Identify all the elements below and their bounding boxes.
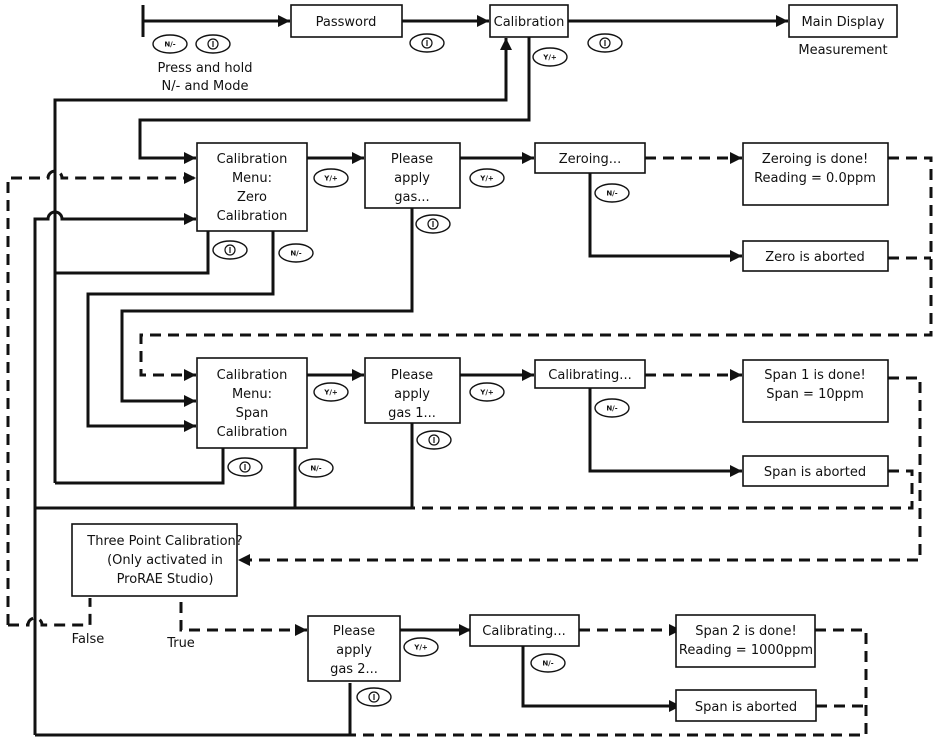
svg-text:Span 2 is done!: Span 2 is done! (695, 624, 796, 639)
svg-text:Span 1 is done!: Span 1 is done! (764, 368, 865, 383)
yes-plus-button-icon: Y/+ (469, 382, 505, 402)
yes-plus-button-icon: Y/+ (313, 168, 349, 188)
svg-text:Menu:: Menu: (232, 387, 272, 402)
mode-button-icon (356, 687, 392, 707)
button-label: Y/+ (413, 644, 428, 652)
mode-button-icon (409, 33, 445, 53)
box-calibrating2: Calibrating... (469, 614, 580, 647)
box-span-aborted1: Span is aborted (742, 455, 889, 487)
box-three-point: Three Point Calibration? (Only activated … (71, 523, 243, 597)
box-span2-done: Span 2 is done! Reading = 1000ppm (675, 614, 816, 668)
mode-button-icon (195, 34, 231, 54)
button-label: Y/+ (479, 389, 494, 397)
svg-text:gas 1...: gas 1... (388, 406, 436, 421)
keypad-button-icons: N/- Y/+ Y/+ N/- Y/+ N/- Y/+ N/- Y/+ N/- Y/+ N/- (152, 33, 630, 707)
yes-plus-button-icon: Y/+ (403, 637, 439, 657)
svg-text:Reading = 0.0ppm: Reading = 0.0ppm (754, 171, 876, 186)
svg-text:Please: Please (333, 624, 375, 639)
no-minus-button-icon: N/- (152, 34, 188, 54)
button-label: Y/+ (323, 175, 338, 183)
svg-text:Zeroing...: Zeroing... (559, 152, 621, 167)
yes-plus-button-icon: Y/+ (469, 168, 505, 188)
mode-button-icon (415, 214, 451, 234)
svg-text:Zeroing is done!: Zeroing is done! (762, 152, 868, 167)
box-apply-gas2: Please apply gas 2... (307, 615, 401, 682)
mode-button-icon (416, 430, 452, 450)
svg-text:gas...: gas... (394, 190, 429, 205)
svg-text:Calibration: Calibration (494, 15, 565, 30)
mode-button-icon (212, 240, 248, 260)
yes-plus-button-icon: Y/+ (532, 47, 568, 67)
svg-text:Zero: Zero (237, 190, 267, 205)
svg-text:ProRAE Studio): ProRAE Studio) (117, 572, 214, 587)
button-label: Y/+ (323, 389, 338, 397)
svg-text:Please: Please (391, 368, 433, 383)
svg-text:Please: Please (391, 152, 433, 167)
button-label: Y/+ (542, 54, 557, 62)
svg-text:Calibration: Calibration (217, 209, 288, 224)
box-apply-gas1: Please apply gas 1... (364, 357, 461, 424)
true-label: True (166, 636, 195, 651)
svg-text:Span: Span (236, 406, 269, 421)
button-label: N/- (310, 465, 321, 473)
svg-text:Calibrating...: Calibrating... (482, 624, 565, 639)
no-minus-button-icon: N/- (278, 243, 314, 263)
svg-text:Menu:: Menu: (232, 171, 272, 186)
button-label: Y/+ (479, 175, 494, 183)
svg-text:Calibration: Calibration (217, 425, 288, 440)
dashed-connectors (6, 152, 933, 737)
no-minus-button-icon: N/- (530, 653, 566, 673)
box-calibration: Calibration (489, 4, 569, 38)
box-calibrating1: Calibrating... (534, 359, 646, 389)
box-apply-gas: Please apply gas... (364, 142, 461, 209)
no-minus-button-icon: N/- (594, 398, 630, 418)
button-label: N/- (606, 405, 617, 413)
svg-text:(Only activated in: (Only activated in (107, 553, 223, 568)
yes-plus-button-icon: Y/+ (313, 382, 349, 402)
box-zero-done: Zeroing is done! Reading = 0.0ppm (742, 142, 889, 206)
box-span1-done: Span 1 is done! Span = 10ppm (742, 359, 889, 423)
svg-text:Span is aborted: Span is aborted (764, 465, 866, 480)
mode-button-icon (227, 457, 263, 477)
button-label: N/- (542, 660, 553, 668)
box-main-display: Main Display (788, 4, 898, 38)
svg-text:Main Display: Main Display (801, 15, 884, 30)
box-zeroing: Zeroing... (534, 142, 646, 174)
svg-text:Calibration: Calibration (217, 368, 288, 383)
false-label: False (72, 632, 105, 647)
svg-text:Span is aborted: Span is aborted (695, 700, 797, 715)
svg-text:gas 2...: gas 2... (330, 662, 378, 677)
box-span-aborted2: Span is aborted (675, 689, 817, 722)
no-minus-button-icon: N/- (594, 183, 630, 203)
press-hold-label: Press and hold (158, 61, 253, 76)
mode-button-icon (587, 33, 623, 53)
button-label: N/- (290, 250, 301, 258)
svg-text:Zero is aborted: Zero is aborted (765, 250, 864, 265)
svg-text:Calibration: Calibration (217, 152, 288, 167)
measurement-label: Measurement (798, 43, 887, 58)
svg-text:Three Point Calibration?: Three Point Calibration? (86, 534, 242, 549)
svg-text:Password: Password (316, 15, 377, 30)
press-hold-label-2: N/- and Mode (162, 79, 249, 94)
svg-text:apply: apply (336, 643, 372, 658)
box-password: Password (290, 4, 403, 38)
svg-text:Span = 10ppm: Span = 10ppm (766, 387, 864, 402)
box-zero-aborted: Zero is aborted (742, 240, 889, 272)
svg-text:Calibrating...: Calibrating... (548, 368, 631, 383)
svg-text:Reading = 1000ppm: Reading = 1000ppm (679, 643, 813, 658)
button-label: N/- (606, 190, 617, 198)
svg-text:apply: apply (394, 387, 430, 402)
svg-text:apply: apply (394, 171, 430, 186)
no-minus-button-icon: N/- (298, 458, 334, 478)
button-label: N/- (164, 41, 175, 49)
